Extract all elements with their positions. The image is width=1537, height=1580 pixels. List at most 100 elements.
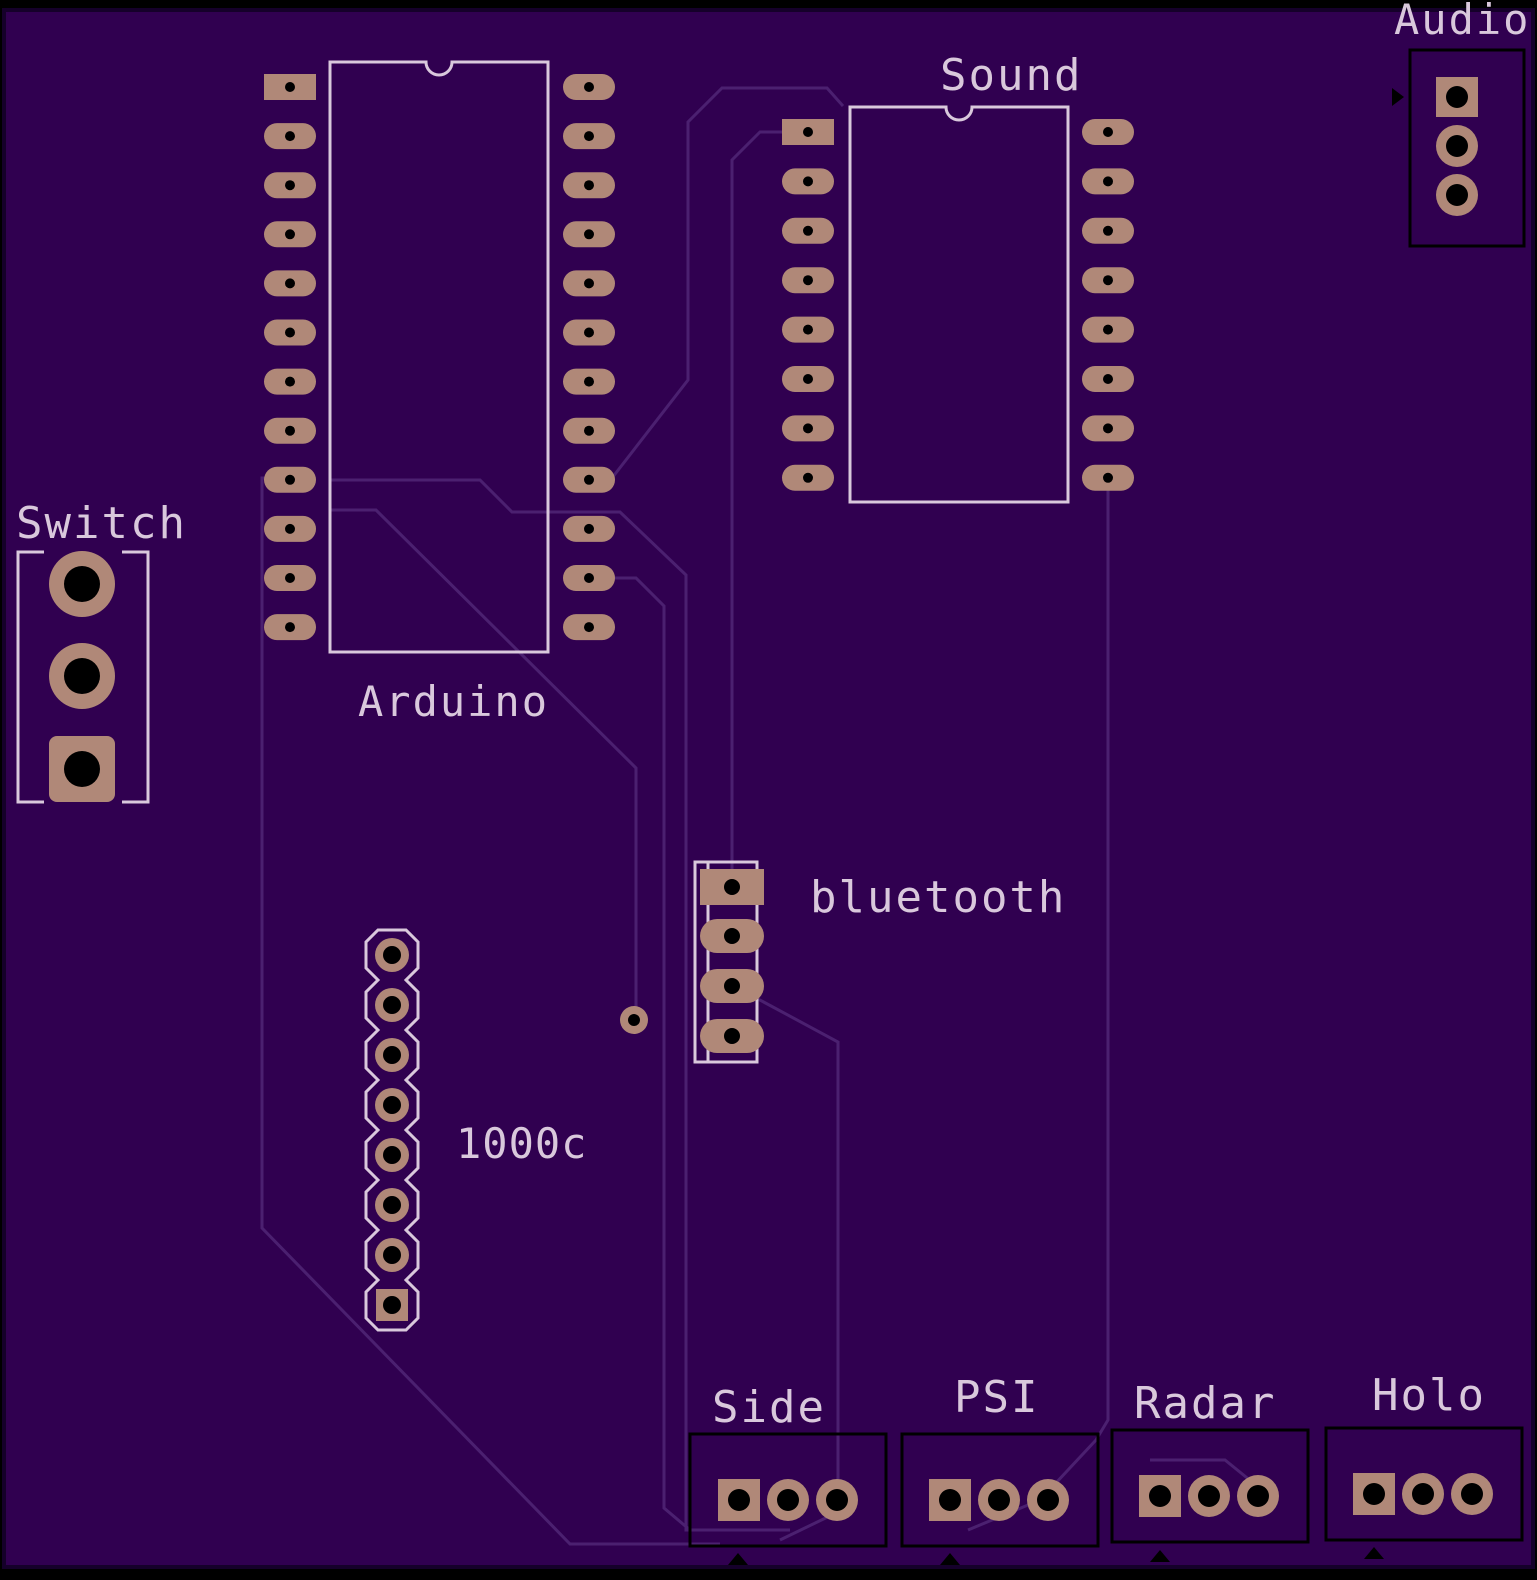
capacitor-pins [364,928,420,1332]
trace [330,478,790,1532]
drill-hole [1103,472,1113,483]
sound-chip: Sound [782,50,1134,504]
board-substrate [2,8,1535,1569]
drill-hole [383,1246,401,1264]
audio-drill-1 [1446,86,1468,108]
drill-hole [1461,1483,1483,1505]
side-label: Side [712,1382,826,1433]
drill-hole [1363,1483,1385,1505]
sound-outline [848,105,1070,504]
drill-hole [1103,423,1113,434]
trace [330,508,638,1020]
trace [731,983,840,1542]
drill-hole [584,327,594,338]
drill-hole [803,472,813,483]
drill-hole [826,1489,848,1511]
drill-hole [584,229,594,240]
drill-hole [584,278,594,289]
switch-connector: Switch [16,498,187,804]
drill-hole [803,423,813,434]
drill-hole [584,376,594,387]
drill-hole [285,82,295,92]
drill-hole [988,1489,1010,1511]
switch-label: Switch [16,498,187,549]
trace [612,576,691,1532]
holo-pads [1353,1473,1493,1515]
side-connector: Side [688,1382,888,1565]
drill-hole [383,946,401,964]
capacitor-header: 1000c [364,928,587,1332]
radar-pads [1139,1475,1279,1517]
drill-hole [1103,225,1113,236]
arduino-label: Arduino [358,677,549,726]
drill-hole [803,176,813,187]
capacitor-label: 1000c [456,1119,587,1168]
drill-hole [1103,275,1113,286]
sound-label: Sound [940,50,1082,101]
trace [610,86,845,479]
side-outline [688,1432,888,1548]
drill-hole [584,474,594,485]
radar-pin1-marker [1150,1550,1170,1562]
drill-hole [383,1196,401,1214]
drill-hole [1198,1485,1220,1507]
sound-pins-left [782,119,834,491]
radar-connector: Radar [1110,1378,1310,1562]
drill-hole [383,1046,401,1064]
psi-pin1-marker [940,1553,960,1565]
drill-hole [383,1146,401,1164]
bluetooth-drill-4 [724,1028,740,1044]
drill-hole [803,225,813,236]
bluetooth-drill-2 [724,928,740,944]
via-drill [628,1014,640,1026]
drill-hole [584,523,594,534]
drill-hole [939,1489,961,1511]
drill-hole [803,374,813,384]
drill-hole [383,1296,401,1314]
drill-hole [285,278,295,289]
switch-drill-2 [64,658,100,694]
audio-drill-3 [1446,184,1468,206]
drill-hole [1103,127,1113,137]
switch-outline [16,550,150,804]
radar-label: Radar [1134,1378,1276,1429]
side-pin1-marker [728,1553,748,1565]
drill-hole [285,523,295,534]
holo-pin1-marker [1364,1547,1384,1559]
drill-hole [285,622,295,633]
drill-hole [1149,1485,1171,1507]
bluetooth-label: bluetooth [810,872,1066,923]
bluetooth-connector: bluetooth [693,860,1066,1064]
psi-pads [929,1479,1069,1521]
audio-drill-2 [1446,135,1468,157]
psi-connector: PSI [900,1372,1100,1565]
bluetooth-outline [693,860,759,1064]
drill-hole [285,131,295,142]
drill-hole [383,996,401,1014]
bluetooth-drill-1 [724,879,740,895]
audio-label: Audio [1394,0,1530,44]
drill-hole [285,229,295,240]
switch-drill-3 [64,751,100,787]
drill-hole [803,275,813,286]
holo-label: Holo [1372,1370,1486,1421]
holo-connector: Holo [1324,1370,1524,1559]
arduino-chip: Arduino [264,60,615,726]
drill-hole [285,376,295,387]
capacitor-outline [364,928,420,1332]
drill-hole [1412,1483,1434,1505]
drill-hole [1247,1485,1269,1507]
drill-hole [803,324,813,335]
radar-outline [1110,1428,1310,1544]
audio-connector: Audio [1392,0,1530,248]
drill-hole [584,425,594,436]
drill-hole [285,474,295,485]
drill-hole [777,1489,799,1511]
side-pads [718,1479,858,1521]
drill-hole [285,327,295,338]
psi-label: PSI [954,1372,1039,1423]
drill-hole [1103,374,1113,384]
pin1-marker [1392,88,1404,106]
psi-outline [900,1432,1100,1548]
